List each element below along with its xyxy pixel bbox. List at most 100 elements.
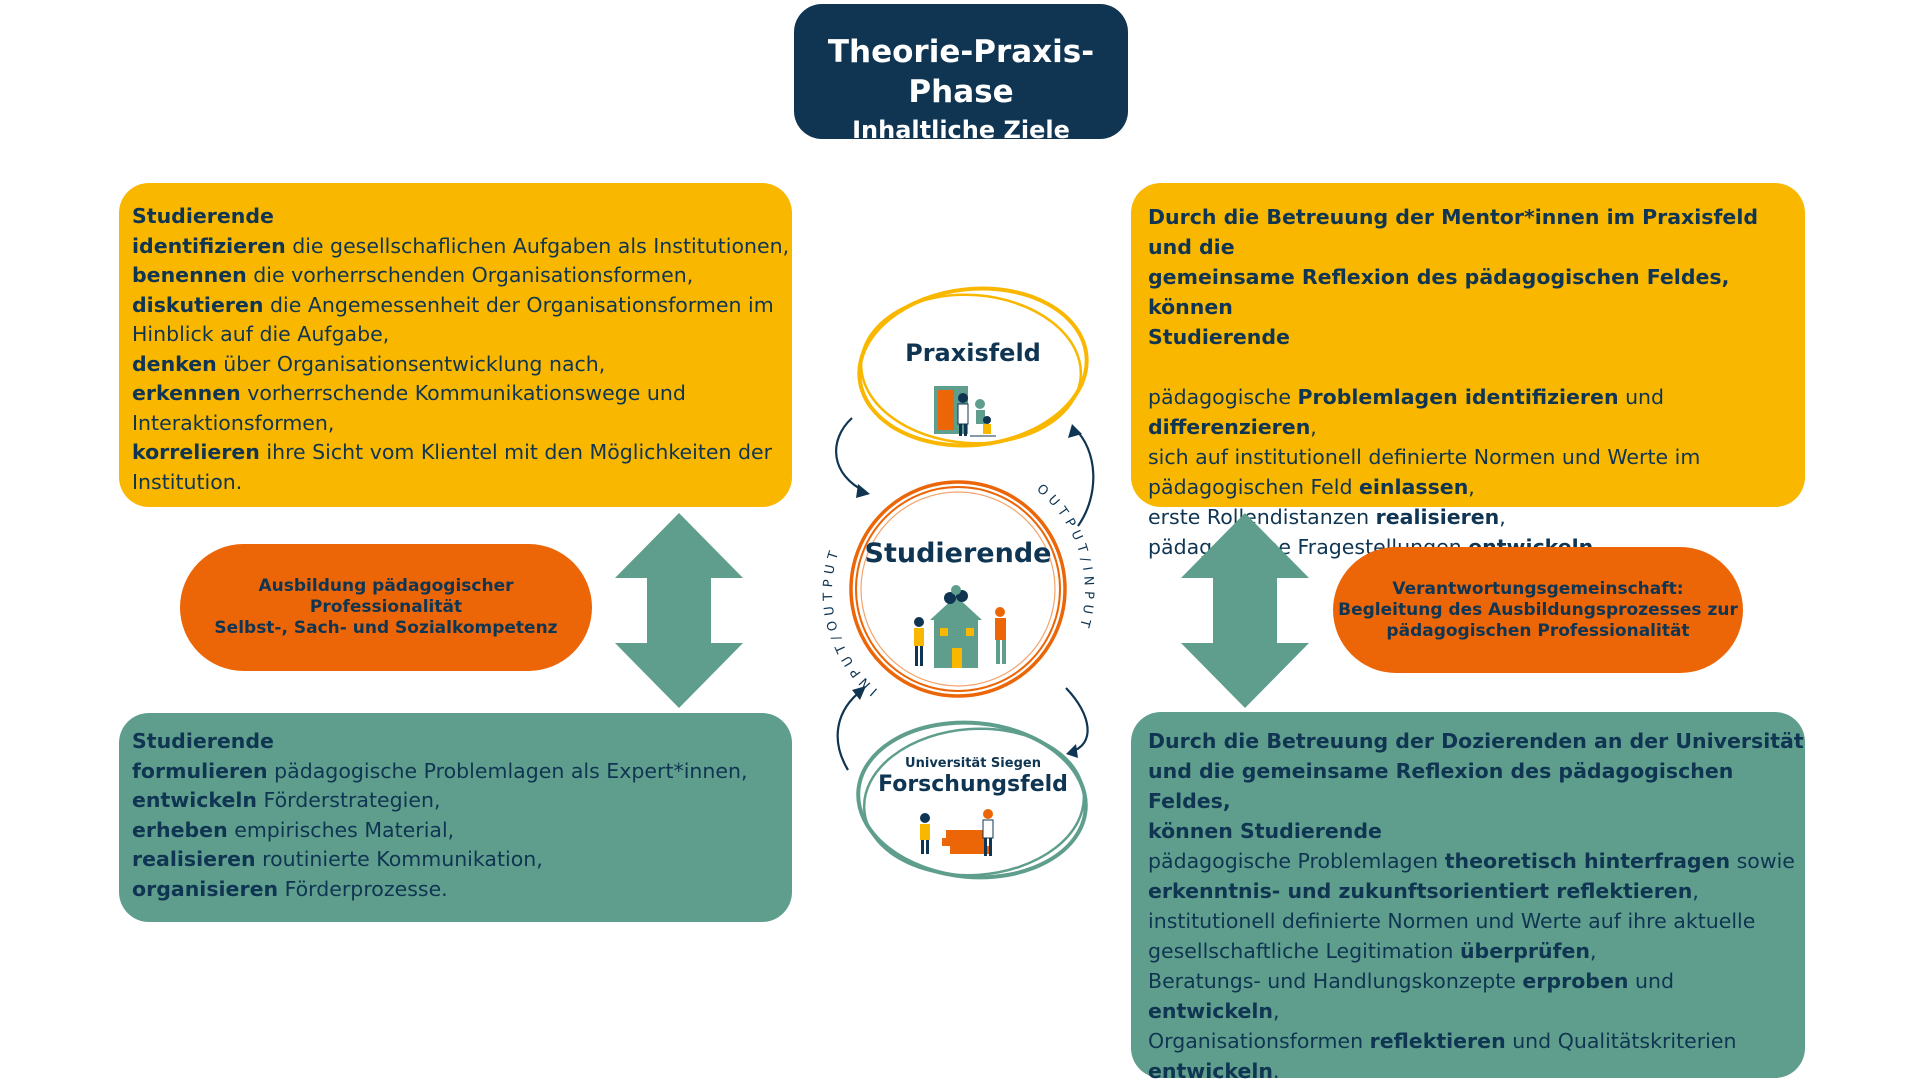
text-segment: sich auf institutionell definierte Norme…: [1148, 445, 1701, 469]
pill-right-line1: Verantwortungsgemeinschaft:: [1392, 578, 1684, 599]
curve-arrow-left-top: [835, 417, 867, 493]
text-line: identifizieren die gesellschaflichen Auf…: [132, 232, 792, 262]
text-line: Durch die Betreuung der Mentor*innen im …: [1148, 202, 1805, 262]
text-segment: ,: [1499, 505, 1506, 529]
text-line: entwickeln,: [1148, 996, 1805, 1026]
text-line: gesellschaftliche Legitimation überprüfe…: [1148, 936, 1805, 966]
text-line: institutionell definierte Normen und Wer…: [1148, 906, 1805, 936]
text-line: formulieren pädagogische Problemlagen al…: [132, 757, 792, 787]
text-segment: ,: [1468, 475, 1475, 499]
text-segment: sowie: [1730, 849, 1795, 873]
text-line: entwickeln.: [1148, 1056, 1805, 1086]
text-segment: ,: [1590, 939, 1597, 963]
bold-segment: reflektieren: [1369, 1029, 1506, 1053]
text-segment: die vorherrschenden Organisationsformen,: [246, 263, 694, 287]
label-praxisfeld: Praxisfeld: [905, 339, 1041, 367]
text-segment: routinierte Kommunikation,: [255, 847, 543, 871]
text-line: Beratungs- und Handlungskonzepte erprobe…: [1148, 966, 1805, 996]
bold-segment: formulieren: [132, 758, 268, 783]
bold-segment: Studierende: [132, 729, 274, 753]
pill-left-line2: Selbst-, Sach- und Sozialkompetenz: [214, 618, 558, 638]
box-bottom-left: Studierende formulieren pädagogische Prob…: [119, 713, 792, 922]
bold-segment: realisieren: [132, 847, 256, 871]
curve-arrow-left-bottom: [836, 689, 863, 771]
bold-segment: benennen: [132, 263, 247, 287]
text-segment: ,: [1310, 415, 1317, 439]
label-studierende: Studierende: [864, 538, 1052, 569]
forschungsfeld-circle: [856, 720, 1088, 880]
text-segment: die Angemessenheit der Organisationsform…: [263, 292, 774, 317]
studierende-ring: [849, 480, 1067, 698]
bold-segment: Studierende: [132, 204, 274, 228]
page-title: Theorie-Praxis-Phase: [827, 34, 1095, 110]
bold-segment: entwickeln: [1148, 999, 1274, 1023]
arrowhead-right-top: [1068, 424, 1082, 438]
page-subtitle: Inhaltliche Ziele: [852, 116, 1070, 144]
text-segment: .: [1273, 1059, 1280, 1083]
text-line: realisieren routinierte Kommunikation,: [132, 845, 792, 875]
text-segment: und: [1618, 385, 1665, 409]
bold-segment: Durch die Betreuung der Mentor*innen im …: [1148, 205, 1759, 259]
bold-segment: Durch die Betreuung der Dozierenden an d…: [1148, 729, 1804, 753]
text-line: pädagogischen Feld einlassen,: [1148, 472, 1805, 502]
curve-arrow-right-top: [1073, 427, 1095, 527]
text-line: korrelieren ihre Sicht vom Klientel mit …: [132, 438, 792, 468]
text-line: pädagogische Problemlagen theoretisch hi…: [1148, 846, 1805, 876]
text-segment: Interaktionsformen,: [132, 410, 335, 435]
text-line: sich auf institutionell definierte Norme…: [1148, 442, 1805, 472]
text-line: pädagogische Problemlagen identifizieren…: [1148, 382, 1805, 412]
text-line: gemeinsame Reflexion des pädagogischen F…: [1148, 262, 1805, 322]
text-segment: pädagogische Problemlagen als Expert*inn…: [267, 758, 748, 783]
text-line: diskutieren die Angemessenheit der Organ…: [132, 291, 792, 321]
text-line: Studierende: [132, 202, 792, 232]
text-line: können Studierende: [1148, 816, 1805, 846]
text-line: und die gemeinsame Reflexion des pädagog…: [1148, 756, 1805, 816]
arrowhead-left-top: [856, 484, 870, 498]
pill-right: Verantwortungsgemeinschaft: Begleitung d…: [1333, 547, 1743, 673]
text-line: Organisationsformen reflektieren und Qua…: [1148, 1026, 1805, 1056]
text-line: erkennen vorherrschende Kommunikationswe…: [132, 379, 792, 409]
text-line: entwickeln Förderstrategien,: [132, 786, 792, 816]
text-line: denken über Organisationsentwicklung nac…: [132, 350, 792, 380]
top-left-text: Studierende identifizieren die gesellscha…: [132, 202, 792, 497]
text-line: organisieren Förderprozesse.: [132, 875, 792, 905]
text-segment: Förderstrategien,: [257, 788, 441, 812]
text-segment: ihre Sicht vom Klientel mit den Möglichk…: [259, 440, 773, 464]
bold-segment: entwickeln: [132, 788, 258, 812]
studierende-illustration: [914, 585, 1006, 668]
text-segment: vorherrschende Kommunikationswege und: [240, 381, 686, 405]
bottom-right-text: Durch die Betreuung der Dozierenden an d…: [1148, 726, 1805, 1086]
text-line: Durch die Betreuung der Dozierenden an d…: [1148, 726, 1805, 756]
curve-arrow-right-bottom: [1065, 687, 1089, 754]
pill-left: Ausbildung pädagogischer Professionalitä…: [180, 544, 592, 671]
text-segment: ,: [1273, 999, 1280, 1023]
text-segment: institutionell definierte Normen und Wer…: [1148, 909, 1756, 933]
box-top-right: Durch die Betreuung der Mentor*innen im …: [1131, 183, 1805, 559]
text-segment: über Organisationsentwicklung nach,: [216, 351, 606, 376]
arrowhead-right-bottom: [1066, 744, 1078, 758]
praxisfeld-illustration: [934, 386, 996, 437]
pill-left-line1: Ausbildung pädagogischer Professionalitä…: [258, 576, 514, 617]
text-segment: ,: [1692, 879, 1699, 903]
bold-segment: einlassen: [1359, 475, 1469, 499]
bold-segment: erproben: [1522, 969, 1629, 993]
forschungsfeld-illustration: [920, 809, 994, 856]
text-line: Studierende: [1148, 322, 1805, 352]
bold-segment: theoretisch hinterfragen: [1444, 849, 1731, 873]
bold-segment: überprüfen: [1459, 939, 1591, 963]
text-line: Hinblick auf die Aufgabe,: [132, 320, 792, 350]
label-universitaet: Universität Siegen: [905, 756, 1041, 771]
text-segment: Organisationsformen: [1148, 1029, 1370, 1053]
bold-segment: Studierende: [1148, 325, 1290, 349]
text-segment: die gesellschaflichen Aufgaben als Insti…: [285, 233, 790, 258]
bold-segment: erheben: [132, 817, 228, 842]
bold-segment: erkennen: [132, 381, 241, 405]
bold-segment: und die gemeinsame Reflexion des pädagog…: [1148, 759, 1734, 813]
top-right-text: Durch die Betreuung der Mentor*innen im …: [1148, 202, 1805, 562]
text-segment: Beratungs- und Handlungskonzepte: [1148, 969, 1523, 993]
text-line: Interaktionsformen,: [132, 409, 792, 439]
text-line: Institution.: [132, 468, 792, 498]
text-line: differenzieren,: [1148, 412, 1805, 442]
title-box: Theorie-Praxis-Phase Inhaltliche Ziele: [794, 4, 1128, 144]
label-forschungsfeld: Forschungsfeld: [878, 772, 1068, 797]
